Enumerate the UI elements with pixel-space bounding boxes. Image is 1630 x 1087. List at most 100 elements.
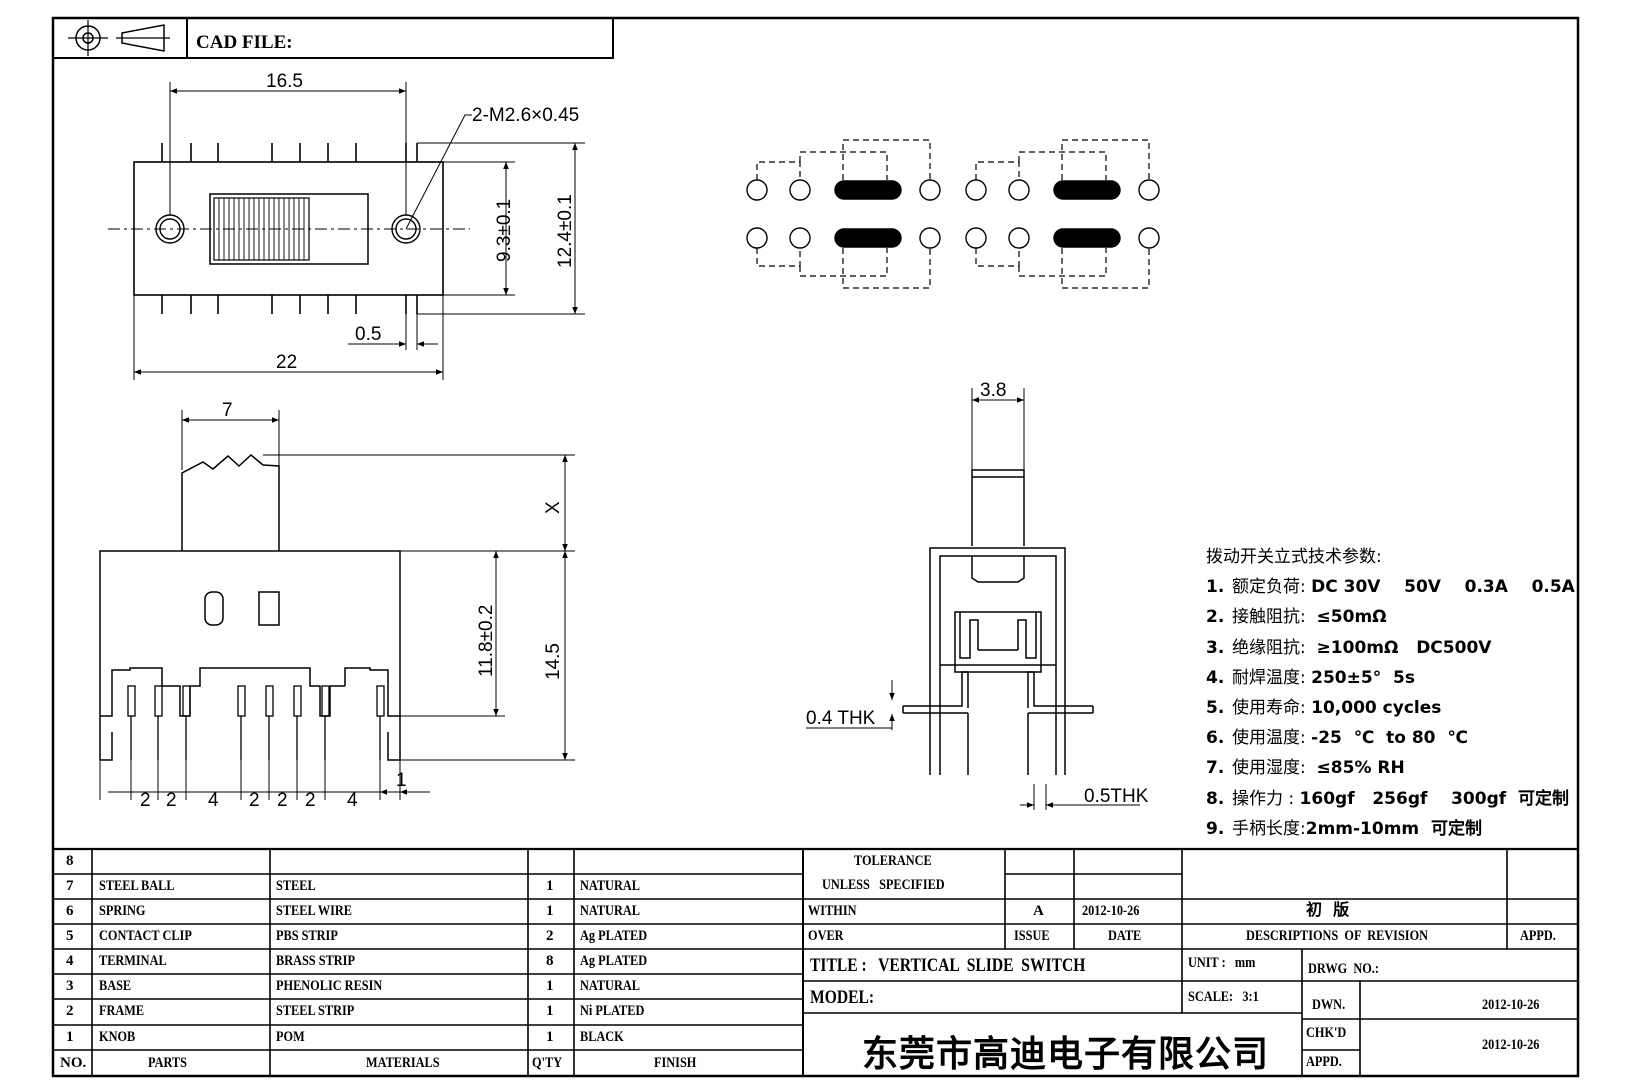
bom-part: STEEL BALL bbox=[99, 878, 175, 894]
bom-qty: 1 bbox=[546, 878, 554, 894]
dim-11-8: 11.8±0.2 bbox=[476, 605, 497, 677]
dim-3-8: 3.8 bbox=[980, 380, 1006, 401]
spec-num: 9. bbox=[1206, 818, 1225, 839]
bom-material: POM bbox=[276, 1029, 305, 1045]
spec-num: 6. bbox=[1206, 728, 1225, 749]
descriptions-header: DESCRIPTIONS OF REVISION bbox=[1246, 928, 1429, 944]
dim-12-4: 12.4±0.1 bbox=[555, 194, 576, 268]
front-view-labels: 3.8 0.4 THK 0.5THK bbox=[806, 380, 1149, 807]
bom-part: TERMINAL bbox=[99, 953, 167, 969]
third-angle-projection-icon bbox=[68, 20, 170, 56]
approved-label: APPD. bbox=[1306, 1054, 1342, 1070]
spec-item-4: 4.耐焊温度: 250±5° 5s bbox=[1206, 663, 1575, 693]
bom-header-parts: PARTS bbox=[148, 1055, 187, 1071]
top-view-labels: 16.5 2-M2.6×0.45 9.3±0.1 12.4±0.1 0.5 22 bbox=[266, 71, 579, 373]
bom-qty: 1 bbox=[546, 978, 554, 994]
spec-label: 使用湿度: bbox=[1232, 758, 1317, 779]
spec-value: ≤85% RH bbox=[1316, 758, 1405, 779]
bom-material: PHENOLIC RESIN bbox=[276, 978, 383, 994]
bom-qty: 1 bbox=[546, 1029, 554, 1045]
bom-no: 1 bbox=[66, 1029, 74, 1045]
dim-14-5: 14.5 bbox=[543, 643, 564, 680]
drawing-number-label: DRWG NO.: bbox=[1308, 961, 1379, 977]
spec-label: 绝缘阻抗: bbox=[1232, 637, 1317, 658]
spec-item-7: 7. 使用湿度: ≤85% RH bbox=[1206, 753, 1575, 783]
bom-no: 5 bbox=[66, 928, 74, 944]
spec-label: 手柄长度: bbox=[1232, 818, 1306, 839]
bom-no: 6 bbox=[66, 903, 74, 919]
bom-no: 7 bbox=[66, 878, 74, 894]
spec-heading: 拨动开关立式技术参数: bbox=[1206, 547, 1382, 567]
scale-label: SCALE: 3:1 bbox=[1188, 989, 1259, 1005]
bom-no: 2 bbox=[66, 1003, 74, 1019]
company-name: 东莞市高迪电子有限公司 bbox=[862, 1034, 1270, 1075]
appd-header: APPD. bbox=[1520, 928, 1556, 944]
spec-value: ≤50mΩ bbox=[1316, 607, 1387, 628]
spec-item-2: 2.接触阻抗: ≤50mΩ bbox=[1206, 602, 1575, 632]
dim-0-4-thk: 0.4 THK bbox=[806, 708, 876, 729]
spec-value: -25 ℃ to 80 ℃ bbox=[1311, 728, 1468, 749]
bom-material: STEEL WIRE bbox=[276, 903, 353, 919]
bom-finish: Ni PLATED bbox=[580, 1003, 645, 1019]
spec-label: 额定负荷: bbox=[1232, 577, 1312, 598]
dim-9-3: 9.3±0.1 bbox=[494, 199, 515, 262]
pitch-7: 4 bbox=[347, 790, 358, 811]
spec-item-3: 3.绝缘阻抗: ≥100mΩ DC500V bbox=[1206, 633, 1575, 663]
bom-header-materials: MATERIALS bbox=[366, 1055, 440, 1071]
checked-date: 2012-10-26 bbox=[1482, 1037, 1540, 1053]
dim-7: 7 bbox=[222, 400, 233, 421]
within-label: WITHIN bbox=[808, 903, 857, 919]
bom-part: FRAME bbox=[99, 1003, 145, 1019]
bom-no: 8 bbox=[66, 853, 74, 869]
spec-item-8: 8. 操作力 : 160gf 256gf 300gf 可定制 bbox=[1206, 784, 1575, 814]
pitch-2: 2 bbox=[166, 790, 177, 811]
spec-num: 7. bbox=[1206, 758, 1225, 779]
bom-header-finish: FINISH bbox=[654, 1055, 697, 1071]
spec-num: 5. bbox=[1206, 698, 1225, 719]
pitch-5: 2 bbox=[277, 790, 288, 811]
bom-material: BRASS STRIP bbox=[276, 953, 355, 969]
bom-finish: BLACK bbox=[580, 1029, 624, 1045]
spec-label: 接触阻抗: bbox=[1232, 607, 1317, 628]
sheet-border bbox=[51, 16, 1580, 1078]
pitch-1: 2 bbox=[140, 790, 151, 811]
spec-value: 160gf 256gf 300gf 可定制 bbox=[1299, 788, 1569, 809]
tolerance-label: TOLERANCE bbox=[854, 853, 932, 869]
bom-no: 4 bbox=[66, 953, 74, 969]
top-view bbox=[108, 82, 585, 380]
dim-0-5: 0.5 bbox=[355, 324, 381, 345]
spec-num: 8. bbox=[1206, 788, 1225, 809]
bom-qty: 1 bbox=[546, 903, 554, 919]
side-view-labels: 7 X 11.8±0.2 14.5 2 2 4 2 2 2 4 1 bbox=[140, 400, 564, 811]
bom-part: SPRING bbox=[99, 903, 146, 919]
bom-no: 3 bbox=[66, 978, 74, 994]
date-header: DATE bbox=[1108, 928, 1142, 944]
pitch-4: 2 bbox=[249, 790, 260, 811]
over-label: OVER bbox=[808, 928, 844, 944]
revision-letter: A bbox=[1033, 903, 1044, 919]
bom-material: STEEL bbox=[276, 878, 316, 894]
spec-item-1: 1.额定负荷: DC 30V 50V 0.3A 0.5A bbox=[1206, 572, 1575, 602]
spec-value: ≥100mΩ DC500V bbox=[1316, 637, 1492, 658]
spec-list: 拨动开关立式技术参数: 1.额定负荷: DC 30V 50V 0.3A 0.5A… bbox=[1206, 542, 1575, 844]
drawn-label: DWN. bbox=[1312, 997, 1346, 1013]
spec-item-9: 9.手柄长度:2mm-10mm 可定制 bbox=[1206, 814, 1575, 844]
bom-material: STEEL STRIP bbox=[276, 1003, 355, 1019]
bom-qty: 8 bbox=[546, 953, 554, 969]
bom-part: KNOB bbox=[99, 1029, 136, 1045]
bom-finish: NATURAL bbox=[580, 878, 640, 894]
dim-0-5-thk: 0.5THK bbox=[1084, 786, 1149, 807]
header-box: CAD FILE: bbox=[52, 17, 614, 59]
spec-value: 250±5° 5s bbox=[1311, 667, 1415, 688]
circuit-diagram bbox=[746, 139, 1160, 289]
bom-finish: Ag PLATED bbox=[580, 928, 648, 944]
revision-date: 2012-10-26 bbox=[1082, 903, 1140, 919]
spec-label: 使用寿命: bbox=[1232, 698, 1312, 719]
spec-label: 操作力 : bbox=[1232, 788, 1300, 809]
checked-label: CHK'D bbox=[1306, 1025, 1347, 1041]
side-view bbox=[99, 410, 575, 800]
revision-description: 初 版 bbox=[1306, 900, 1350, 919]
dim-1: 1 bbox=[396, 770, 407, 791]
bom-part: CONTACT CLIP bbox=[99, 928, 192, 944]
